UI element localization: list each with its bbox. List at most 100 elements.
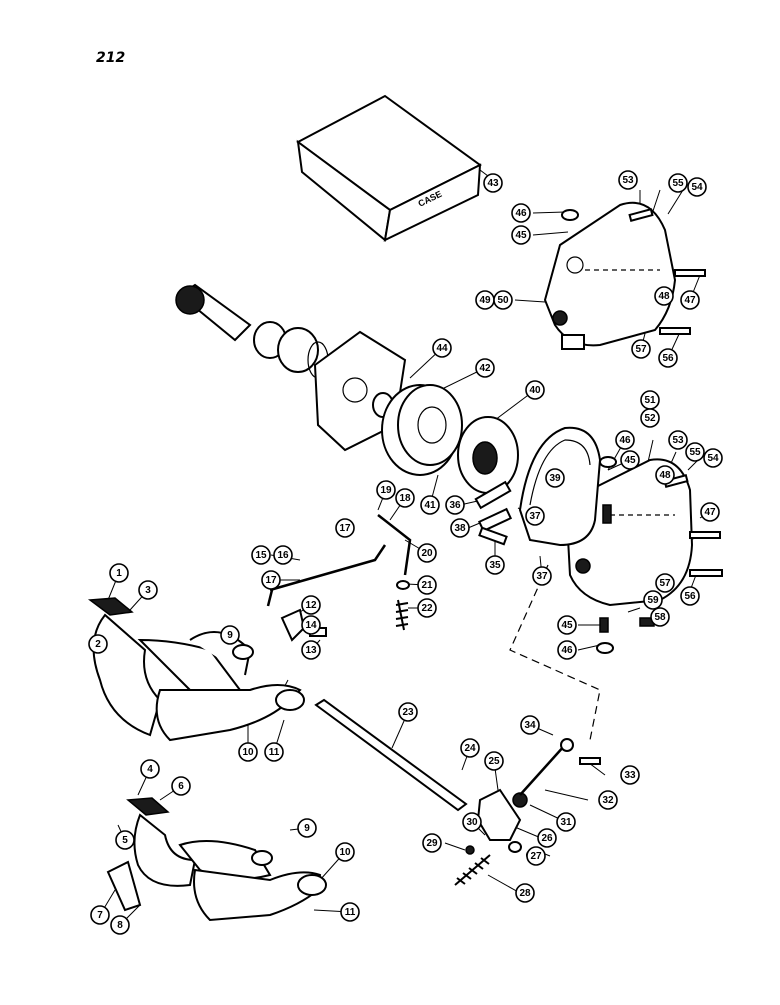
callout-circle [485, 555, 505, 575]
callout-circle [297, 818, 317, 838]
callout-15: 15 [251, 545, 271, 565]
callout-47a: 47 [680, 290, 700, 310]
callout-9b: 9 [297, 818, 317, 838]
callout-46b: 46 [615, 430, 635, 450]
callout-circle [703, 448, 723, 468]
brake-rods [266, 514, 412, 631]
callout-14: 14 [301, 615, 321, 635]
callout-number: 54 [707, 453, 719, 464]
callout-number: 2 [95, 639, 101, 650]
callout-circle [261, 570, 281, 590]
callout-circle [650, 607, 670, 627]
callout-number: 11 [269, 747, 280, 758]
callout-number: 20 [421, 548, 433, 559]
callout-circle [422, 833, 442, 853]
callout-54b: 54 [703, 448, 723, 468]
callout-number: 25 [488, 756, 500, 767]
callout-29: 29 [422, 833, 442, 853]
callout-number: 52 [644, 413, 656, 424]
callout-number: 53 [672, 435, 684, 446]
callout-55b: 55 [685, 442, 705, 462]
callout-circle [301, 640, 321, 660]
callout-circle [668, 430, 688, 450]
callout-number: 46 [515, 208, 527, 219]
callout-circle [537, 828, 557, 848]
callout-number: 15 [255, 550, 267, 561]
callout-circle [138, 580, 158, 600]
brake-links [474, 480, 513, 546]
callout-circle [615, 430, 635, 450]
callout-circle [483, 173, 503, 193]
callout-number: 57 [635, 344, 647, 355]
callout-2: 2 [88, 634, 108, 654]
callout-circle [109, 563, 129, 583]
callout-circle [460, 738, 480, 758]
callout-number: 19 [380, 485, 392, 496]
callout-11a: 11 [264, 742, 284, 762]
callout-number: 24 [464, 743, 476, 754]
callout-number: 33 [624, 770, 636, 781]
callout-24: 24 [460, 738, 480, 758]
callout-circle [238, 742, 258, 762]
callout-number: 27 [530, 851, 542, 862]
callout-circle [301, 595, 321, 615]
callout-circle [417, 575, 437, 595]
callout-number: 45 [624, 455, 636, 466]
callout-number: 34 [524, 720, 536, 731]
callout-39: 39 [545, 468, 565, 488]
callout-circle [264, 742, 284, 762]
callout-circle [654, 286, 674, 306]
lower-brake-cover [565, 458, 694, 607]
callout-circle [532, 566, 552, 586]
callout-number: 48 [659, 470, 671, 481]
callout-circle [417, 543, 437, 563]
callout-circle [525, 380, 545, 400]
callout-58: 58 [650, 607, 670, 627]
callout-number: 4 [147, 764, 153, 775]
callout-22: 22 [417, 598, 437, 618]
callout-55a: 55 [668, 173, 688, 193]
upper-pedal-assembly [87, 597, 305, 742]
callout-circle [115, 830, 135, 850]
callout-17b: 17 [335, 518, 355, 538]
callout-36: 36 [445, 495, 465, 515]
callout-circle [618, 170, 638, 190]
callout-32: 32 [598, 790, 618, 810]
callout-number: 23 [402, 707, 414, 718]
callout-16: 16 [273, 545, 293, 565]
callout-19: 19 [376, 480, 396, 500]
callout-54a: 54 [687, 177, 707, 197]
callout-53a: 53 [618, 170, 638, 190]
callout-number: 5 [122, 835, 128, 846]
callout-number: 10 [339, 847, 351, 858]
callout-46a: 46 [511, 203, 531, 223]
callout-31: 31 [556, 812, 576, 832]
callout-circle [655, 465, 675, 485]
callout-circle [335, 842, 355, 862]
callout-number: 55 [689, 447, 701, 458]
callout-number: 13 [305, 645, 317, 656]
callout-number: 22 [421, 603, 433, 614]
callout-40: 40 [525, 380, 545, 400]
callout-48b: 48 [655, 465, 675, 485]
callout-25: 25 [484, 751, 504, 771]
callout-56b: 56 [680, 586, 700, 606]
callout-51: 51 [640, 390, 660, 410]
callout-number: 54 [691, 182, 703, 193]
callout-56a: 56 [658, 348, 678, 368]
callout-23: 23 [398, 702, 418, 722]
callout-number: 53 [622, 175, 634, 186]
callout-number: 35 [489, 560, 501, 571]
callout-circle [668, 173, 688, 193]
callout-circle [643, 590, 663, 610]
callout-circle [110, 915, 130, 935]
callout-number: 31 [560, 817, 572, 828]
callout-number: 37 [529, 511, 541, 522]
callout-circle [557, 615, 577, 635]
callout-26: 26 [537, 828, 557, 848]
hardware-bolts [561, 208, 723, 765]
page-number: 212 [96, 50, 126, 66]
callout-42: 42 [475, 358, 495, 378]
callout-46c: 46 [557, 640, 577, 660]
